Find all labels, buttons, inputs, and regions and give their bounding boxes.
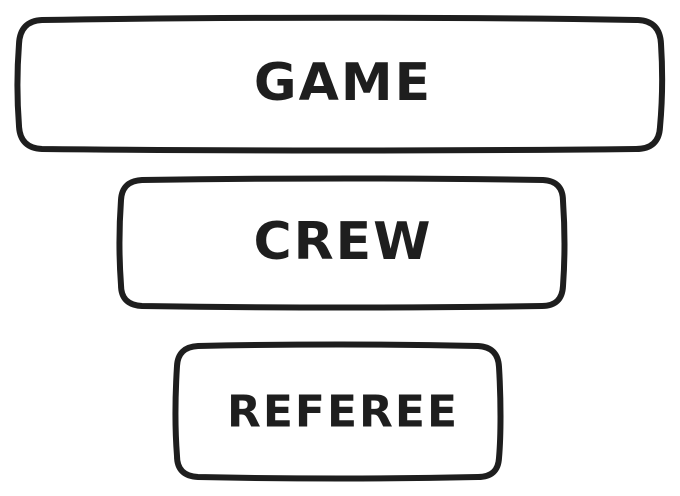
referee-box[interactable]: REFEREE (172, 341, 504, 482)
crew-label: CREW (253, 212, 432, 272)
game-box-outline (14, 14, 666, 154)
referee-box-outline (172, 341, 504, 482)
game-box[interactable]: GAME (14, 14, 666, 154)
game-label: GAME (254, 53, 432, 113)
referee-label: REFEREE (227, 387, 459, 438)
crew-box-outline (116, 175, 568, 311)
crew-box[interactable]: CREW (116, 175, 568, 311)
